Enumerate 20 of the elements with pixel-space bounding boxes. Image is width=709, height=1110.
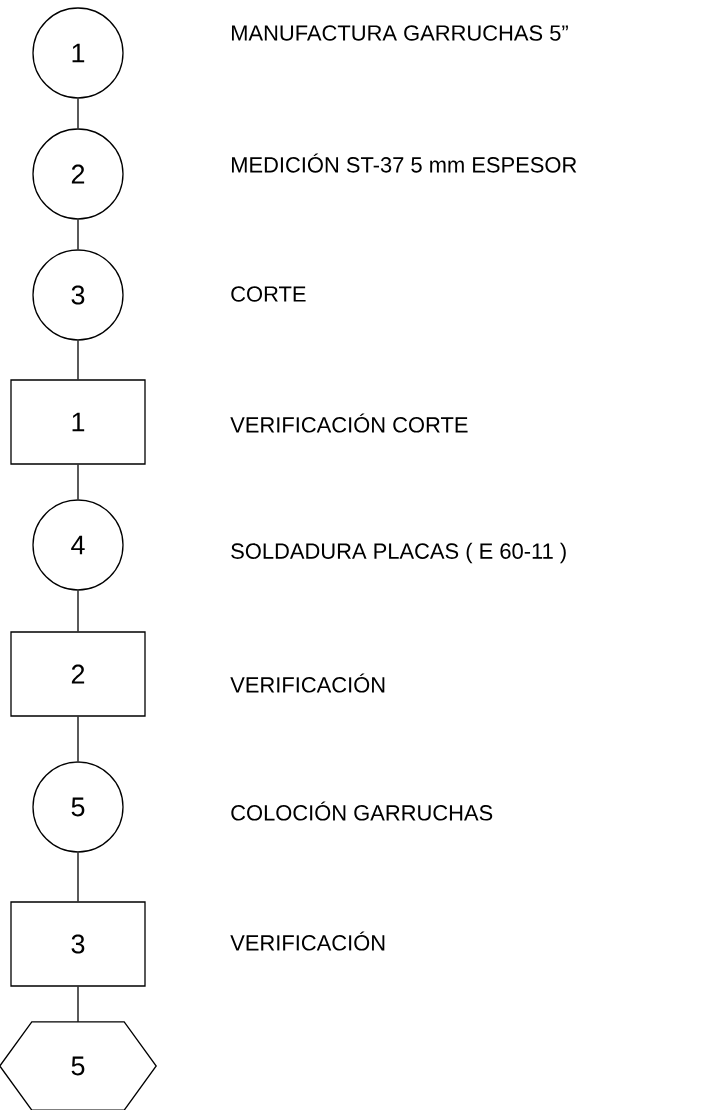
step-label: MANUFACTURA GARRUCHAS 5” (232, 25, 568, 41)
step-label: VERIFICACIÓN (230, 673, 385, 693)
connector-line (77, 219, 79, 250)
step-label: VERIFICACIÓN CORTE (230, 413, 468, 433)
step-label: CORTE (231, 286, 306, 302)
connector-line (77, 986, 79, 1023)
step-label: COLOCIÓN GARRUCHAS (231, 801, 493, 821)
step-label: SOLDADURA PLACAS ( E 60-11 ) (231, 542, 566, 564)
connector-line (77, 716, 79, 762)
connector-line (77, 340, 79, 380)
inspection-box: 1 (10, 379, 146, 465)
inspection-box: 3 (10, 901, 146, 987)
storage-hexagon: 5 (0, 1021, 157, 1110)
connector-line (77, 852, 79, 902)
connector-line (77, 98, 79, 129)
connector-line (77, 464, 79, 500)
step-label: MEDICIÓN ST-37 5 mm ESPESOR (232, 153, 577, 173)
inspection-box: 2 (10, 631, 146, 717)
connector-line (77, 590, 79, 632)
step-label: VERIFICACIÓN (230, 931, 385, 951)
